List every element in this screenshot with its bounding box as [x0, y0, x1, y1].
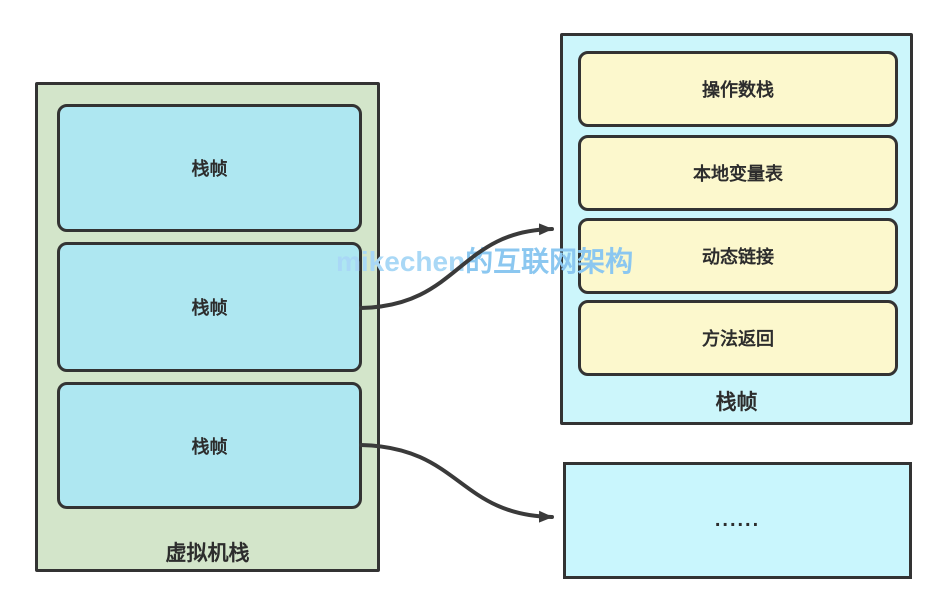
dynamic-linking-label: 动态链接	[702, 247, 774, 267]
more-frames-box: ......	[563, 462, 912, 579]
method-return-label: 方法返回	[702, 329, 774, 349]
stack-frame-1-label: 栈帧	[191, 159, 228, 179]
stack-frame-2: 栈帧	[57, 242, 362, 372]
operand-stack-box: 操作数栈	[578, 51, 898, 127]
arrow-frame3-to-more	[359, 443, 554, 523]
stack-frame-3: 栈帧	[57, 382, 362, 509]
arrow-frame2-to-detail	[359, 223, 554, 310]
operand-stack-label: 操作数栈	[702, 80, 774, 100]
method-return-box: 方法返回	[578, 300, 898, 376]
dynamic-linking-box: 动态链接	[578, 218, 898, 294]
local-variable-table-label: 本地变量表	[693, 164, 783, 184]
more-frames-label: ......	[714, 509, 761, 531]
stack-frame-1: 栈帧	[57, 104, 362, 232]
vm-stack-title: 虚拟机栈	[165, 542, 250, 565]
stack-frame-2-label: 栈帧	[191, 298, 228, 318]
frame-detail-title: 栈帧	[715, 391, 758, 414]
stack-frame-3-label: 栈帧	[191, 436, 228, 457]
local-variable-table-box: 本地变量表	[578, 135, 898, 211]
